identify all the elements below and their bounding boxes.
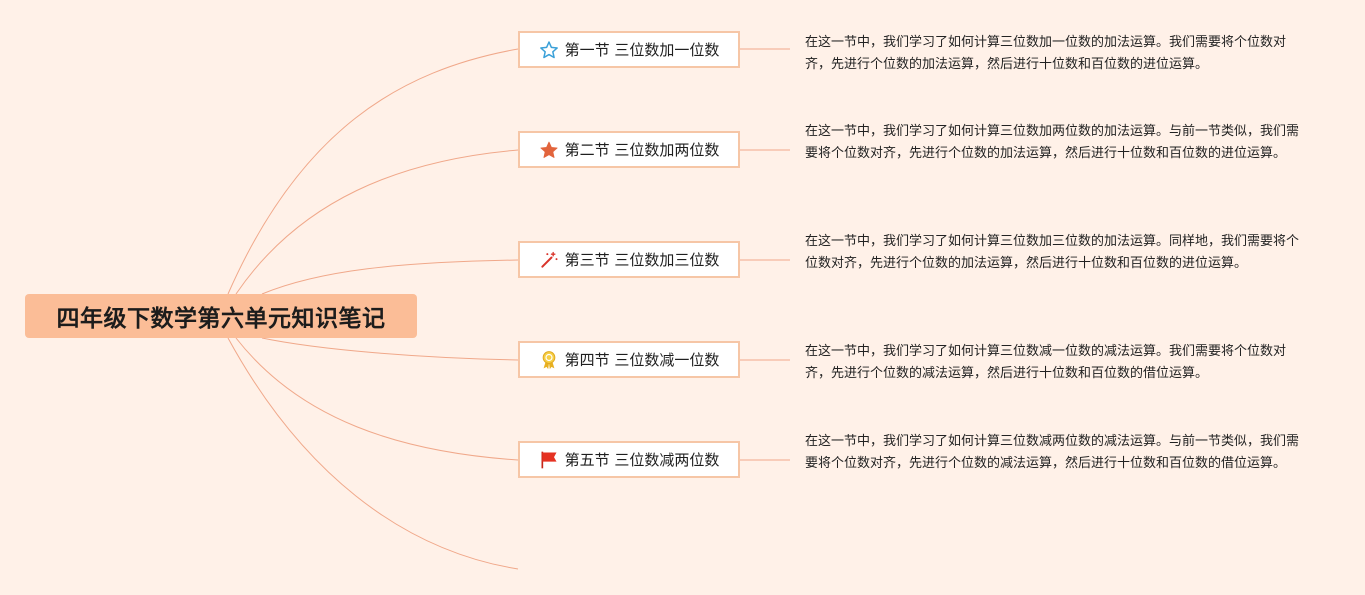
star-filled-icon (539, 140, 559, 160)
topic-section-5[interactable]: 第五节 三位数减两位数 (518, 441, 740, 478)
star-outline-icon (539, 40, 559, 60)
topic-section-4[interactable]: 第四节 三位数减一位数 (518, 341, 740, 378)
root-topic[interactable]: 四年级下数学第六单元知识笔记 (25, 294, 417, 338)
branch-line-1 (227, 48, 519, 295)
magic-wand-icon (539, 250, 559, 270)
topic-label: 第三节 三位数加三位数 (564, 251, 720, 269)
topic-note-5: 在这一节中，我们学习了如何计算三位数减两位数的减法运算。与前一节类似，我们需要将… (805, 434, 1300, 471)
award-medal-icon (539, 350, 559, 370)
topic-section-2[interactable]: 第二节 三位数加两位数 (518, 131, 740, 168)
flag-icon (539, 450, 559, 470)
topic-section-1[interactable]: 第一节 三位数加一位数 (518, 31, 740, 68)
branch-line-5 (235, 337, 519, 461)
topic-note-4: 在这一节中，我们学习了如何计算三位数减一位数的减法运算。我们需要将个位数对齐，先… (805, 344, 1287, 381)
branch-line-4 (261, 337, 519, 361)
topic-label: 第四节 三位数减一位数 (564, 351, 720, 369)
branch-line-3 (261, 259, 519, 295)
branch-line-6 (227, 337, 519, 570)
topic-note-3: 在这一节中，我们学习了如何计算三位数加三位数的加法运算。同样地，我们需要将个位数… (805, 234, 1300, 271)
branch-line-2 (235, 149, 519, 295)
topic-label: 第二节 三位数加两位数 (564, 141, 720, 159)
topic-note-2: 在这一节中，我们学习了如何计算三位数加两位数的加法运算。与前一节类似，我们需要将… (805, 124, 1300, 161)
root-title: 四年级下数学第六单元知识笔记 (56, 306, 386, 332)
topic-section-3[interactable]: 第三节 三位数加三位数 (518, 241, 740, 278)
topic-label: 第五节 三位数减两位数 (564, 451, 720, 469)
topic-label: 第一节 三位数加一位数 (564, 41, 720, 59)
topic-note-1: 在这一节中，我们学习了如何计算三位数加一位数的加法运算。我们需要将个位数对齐，先… (805, 35, 1287, 72)
